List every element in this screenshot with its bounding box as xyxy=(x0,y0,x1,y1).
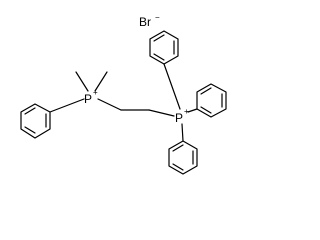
phenyl-ring-right xyxy=(196,83,227,118)
bond-p2-phenyl-bottom xyxy=(181,123,184,142)
phosphorus-right: P xyxy=(175,111,183,125)
bond-p1-methyl-a xyxy=(75,71,89,92)
phosphorus-left-charge: + xyxy=(93,88,98,97)
bond-p2-phenyl-right xyxy=(187,108,198,113)
phenyl-ring-bottom xyxy=(168,140,198,175)
phenyl-ring-top xyxy=(149,30,179,65)
phosphorus-left: P xyxy=(84,92,92,106)
phenyl-ring-left xyxy=(20,103,51,139)
propyl-chain xyxy=(97,98,175,117)
bromide-symbol: Br xyxy=(139,15,151,29)
bond-p2-phenyl-top xyxy=(163,63,181,110)
bond-p1-methyl-b xyxy=(94,71,108,92)
chemical-structure: Br − P + P + xyxy=(20,13,227,175)
bromide-charge: − xyxy=(155,13,160,22)
phosphorus-right-charge: + xyxy=(184,107,189,116)
structure-diagram: Br − P + P + xyxy=(20,13,227,175)
bond-p1-phenyl xyxy=(49,98,85,113)
